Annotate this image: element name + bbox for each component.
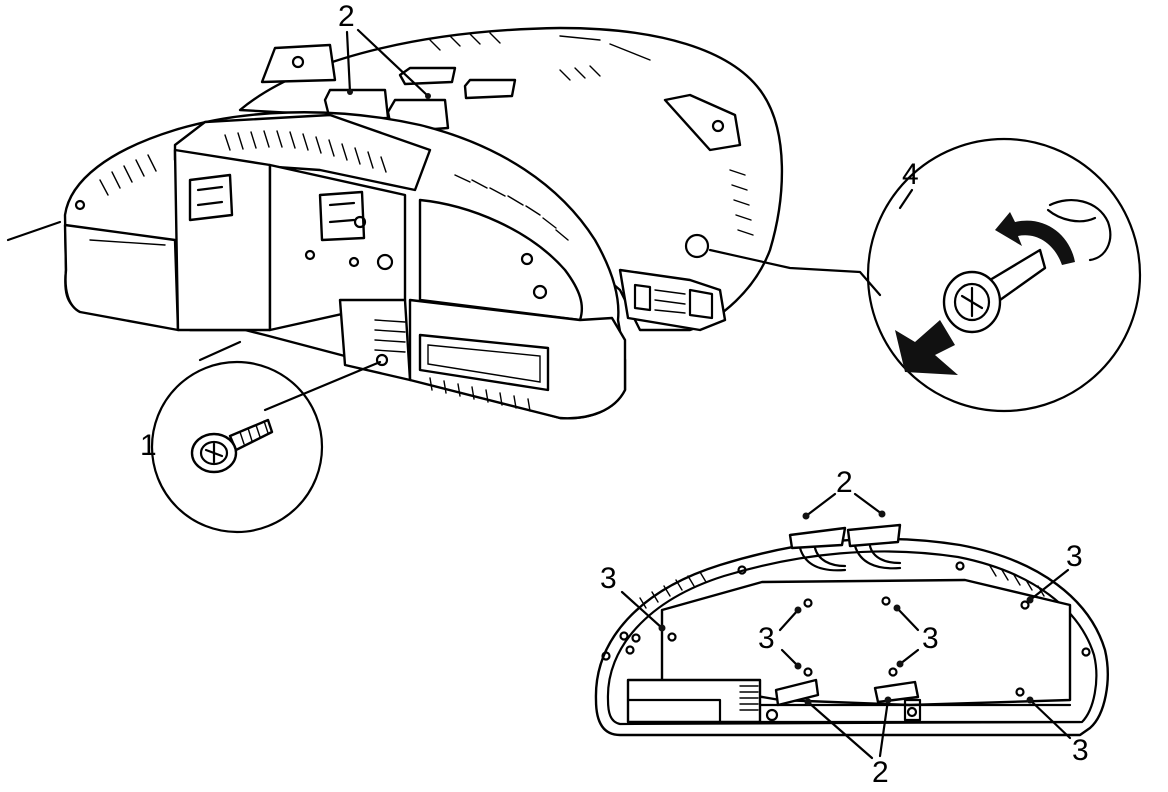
instrument-cluster-rear-view [6, 26, 784, 420]
inset-callout-2-bottom: 2 [804, 696, 892, 789]
svg-text:3: 3 [758, 622, 775, 655]
inset-bottom-connector-right [873, 680, 920, 704]
lower-left-block [63, 223, 180, 332]
svg-text:2: 2 [338, 0, 355, 33]
svg-text:2: 2 [872, 756, 889, 789]
clip-zoom-circle [866, 137, 1142, 413]
screw-zoom-circle [150, 360, 324, 534]
top-bezel-vents [224, 130, 387, 173]
panel-plug-left [188, 173, 234, 222]
inset-left-vents [739, 685, 759, 711]
inset-bottom-connector-left [774, 678, 820, 707]
top-slot-1 [398, 66, 457, 86]
side-connector-assembly [618, 268, 727, 332]
svg-text:1: 1 [140, 429, 157, 462]
inset-top-connector-right [846, 523, 902, 548]
lower-right-vents [429, 377, 531, 412]
screw-hole-bottom [375, 353, 389, 367]
inset-callout-3-right-bottom: 3 [1026, 696, 1089, 767]
svg-text:2: 2 [836, 466, 853, 499]
inset-screw-holes [601, 561, 1091, 697]
cluster-front-inset [594, 523, 1109, 737]
inset-callout-3-center-right: 3 [893, 604, 939, 668]
inset-callout-3-center-left: 3 [758, 606, 802, 670]
svg-text:3: 3 [1072, 734, 1089, 767]
panel-plug-center [318, 190, 366, 242]
rear-mount-tab-right [663, 93, 742, 152]
clip-zoom-detail: 4 [708, 137, 1142, 413]
screw-zoom-detail: 1 [140, 340, 382, 534]
main-callout-2: 2 [338, 0, 431, 99]
clip-receptacle [1048, 198, 1112, 262]
rear-mount-tab-left [260, 43, 337, 84]
push-clip-fastener [942, 248, 1047, 334]
svg-text:3: 3 [1066, 540, 1083, 573]
pull-out-arrow-icon [895, 320, 958, 375]
phillips-screw [190, 418, 274, 474]
svg-text:3: 3 [922, 622, 939, 655]
rear-boss [684, 233, 710, 259]
right-bezel-vents [454, 174, 569, 241]
left-leader-line [6, 220, 62, 242]
inset-top-connector-left [788, 526, 847, 550]
right-gauge-window [418, 198, 584, 322]
inset-callout-2-top: 2 [802, 466, 886, 520]
svg-text:4: 4 [902, 158, 919, 191]
svg-text:3: 3 [600, 562, 617, 595]
top-slot-2 [463, 78, 517, 100]
rotate-arrow-icon [995, 212, 1075, 265]
inset-callout-3-right-top: 3 [1026, 540, 1083, 604]
inset-rim-vents [639, 565, 1045, 609]
rear-vents [429, 32, 754, 236]
lower-display-window [418, 333, 550, 392]
bottom-center-vents [374, 319, 406, 353]
inset-callout-3-left-top: 3 [600, 562, 666, 632]
